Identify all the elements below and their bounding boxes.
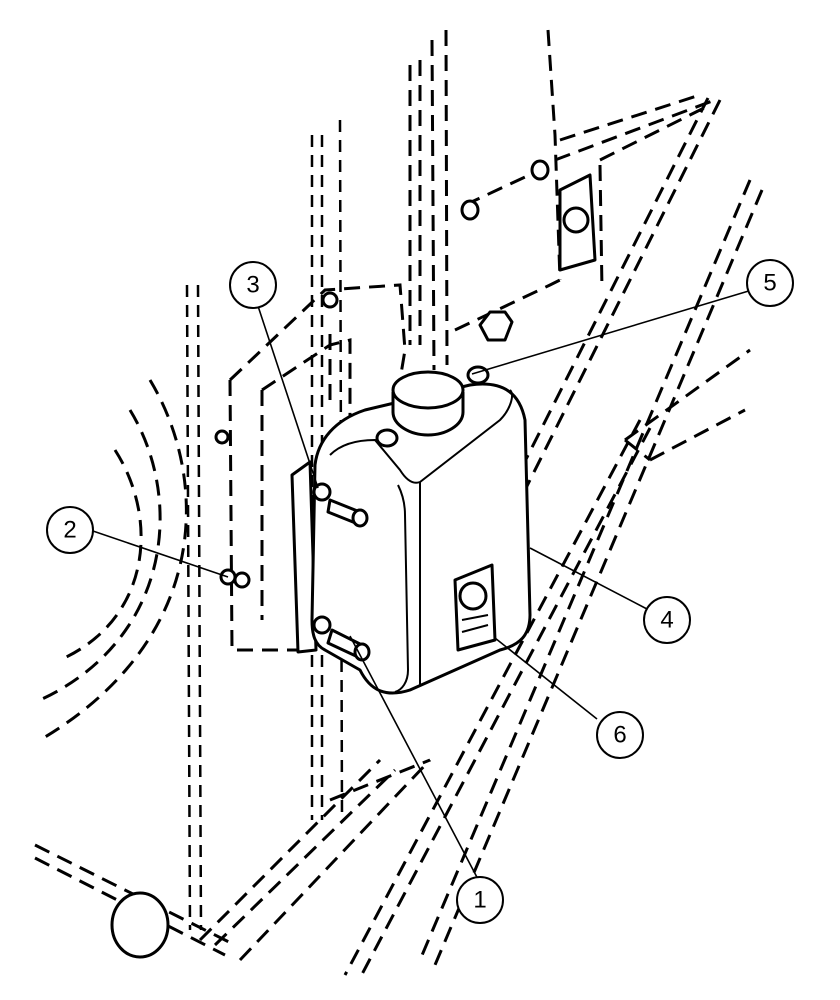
leader-line-6 (494, 637, 598, 720)
callout-1: 1 (456, 876, 504, 924)
callout-2-label: 2 (63, 517, 76, 544)
callout-3-label: 3 (246, 272, 259, 299)
callout-4-label: 4 (660, 607, 673, 634)
leader-line-1 (349, 635, 481, 884)
leader-lines (89, 289, 753, 884)
washer-reservoir (290, 365, 532, 695)
callout-6-label: 6 (613, 722, 626, 749)
leader-line-2 (89, 529, 229, 578)
background-structure (34, 29, 764, 979)
leader-line-4 (529, 547, 648, 610)
callout-2: 2 (46, 506, 94, 554)
leader-line-5 (471, 289, 753, 375)
callout-3: 3 (229, 261, 277, 309)
callout-5: 5 (746, 259, 794, 307)
callout-4: 4 (643, 596, 691, 644)
background-hardware (110, 159, 597, 959)
leader-line-3 (256, 302, 319, 489)
callout-6: 6 (596, 711, 644, 759)
callout-1-label: 1 (473, 887, 486, 914)
callout-5-label: 5 (763, 270, 776, 297)
